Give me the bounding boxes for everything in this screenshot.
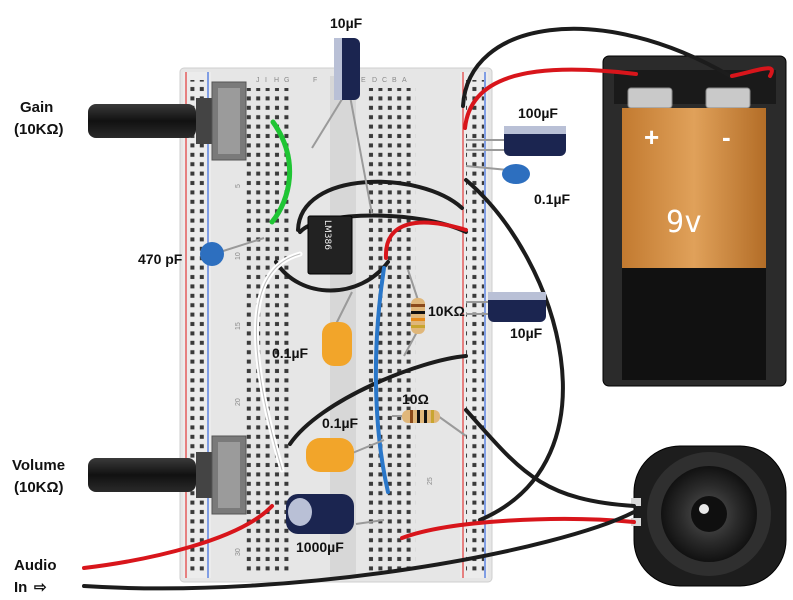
label-volume-value: (10KΩ): [14, 479, 64, 496]
label-cap-01uf-ceramic: 0.1µF: [534, 191, 571, 207]
capacitor-01uf-tantalum-a: [322, 291, 353, 366]
label-gain-title: Gain: [20, 99, 53, 116]
row-letters: J I H G F E D C B A: [256, 77, 407, 84]
row-letter: C: [382, 77, 387, 84]
label-audio-in-suffix: In: [14, 579, 27, 596]
volume-potentiometer: [88, 435, 247, 515]
chip-marking: LM386: [322, 220, 332, 250]
row-letter: B: [392, 77, 397, 84]
label-resistor-10r: 10Ω: [402, 391, 429, 407]
label-audio-in-title: Audio: [14, 557, 57, 574]
label-cap-top: 10µF: [330, 15, 363, 31]
label-cap-10uf-right: 10µF: [510, 325, 543, 341]
battery-plus-sign: +: [644, 122, 659, 152]
blue-jumper-wire: [373, 266, 390, 494]
row-letter: E: [361, 77, 366, 84]
speaker: [631, 445, 787, 587]
red-speaker-wire: [400, 516, 636, 540]
capacitor-470pf: [200, 237, 265, 266]
row-number: 30: [235, 548, 242, 556]
resistor-10k: [403, 269, 425, 357]
capacitor-01uf-tantalum-b: [306, 438, 385, 472]
row-number: 5: [235, 184, 242, 188]
battery-black-wire: [461, 26, 732, 108]
label-cap-100uf: 100µF: [518, 105, 558, 121]
row-letter: H: [274, 77, 279, 84]
row-letter: G: [284, 77, 289, 84]
row-number: 20: [235, 398, 242, 406]
lm386-chip: LM386: [307, 215, 353, 275]
label-cap-470pf: 470 pF: [138, 251, 183, 267]
label-volume-title: Volume: [12, 457, 65, 474]
battery-9v: + - 9v: [602, 55, 787, 387]
capacitor-10uf-top: [311, 38, 373, 215]
capacitor-1000uf: [286, 494, 385, 534]
labels: Gain (10KΩ) Volume (10KΩ) Audio In ⇨ 10µ…: [12, 15, 571, 596]
black-jumper-wire-4: [288, 354, 468, 446]
red-audio-wire: [82, 504, 274, 570]
label-resistor-10k: 10KΩ: [428, 303, 465, 319]
black-audio-wire: [82, 510, 636, 591]
wires: [82, 26, 774, 591]
row-number: 10: [235, 252, 242, 260]
black-long-wire: [464, 178, 565, 522]
black-jumper-wire-1: [296, 179, 464, 232]
gain-potentiometer: [88, 81, 247, 161]
row-number: 25: [427, 477, 434, 485]
capacitor-10uf-right: [466, 292, 546, 322]
row-number: 15: [235, 322, 242, 330]
battery-minus-sign: -: [722, 122, 731, 152]
label-cap-1000uf: 1000µF: [296, 539, 344, 555]
row-letter: J: [256, 77, 260, 84]
label-cap-01uf-a: 0.1µF: [272, 345, 309, 361]
resistor-10-ohm: [392, 410, 467, 437]
row-letter: I: [265, 77, 267, 84]
battery-voltage: 9v: [666, 205, 702, 240]
audio-in-arrow-icon: ⇨: [34, 579, 47, 596]
red-jumper-wire: [383, 220, 468, 260]
label-cap-01uf-b: 0.1µF: [322, 415, 359, 431]
capacitor-01uf-ceramic-top: [465, 164, 530, 184]
black-jumper-wire-3: [274, 260, 390, 293]
green-jumper-wire: [269, 119, 293, 225]
row-letter: A: [402, 77, 407, 84]
battery-red-wire: [463, 67, 638, 130]
label-gain-value: (10KΩ): [14, 121, 64, 138]
row-letter: F: [313, 77, 317, 84]
capacitor-100uf: [466, 126, 566, 156]
row-letter: D: [372, 77, 377, 84]
battery-red-wire-2: [730, 66, 774, 78]
